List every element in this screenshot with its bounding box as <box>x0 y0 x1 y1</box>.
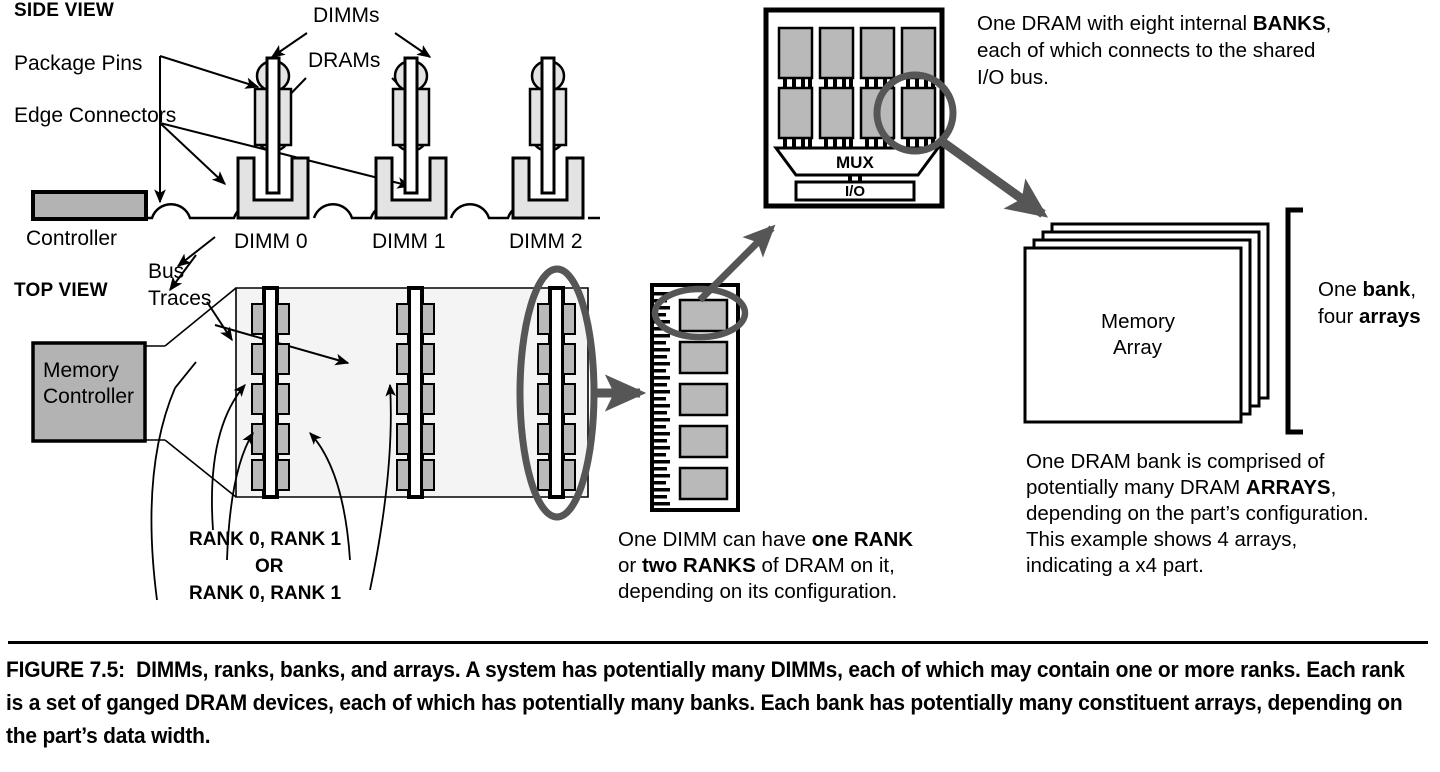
mux-label: MUX <box>836 153 874 172</box>
dimm-note-line-3: depending on its configuration. <box>618 580 897 603</box>
side-dimm-2 <box>511 56 585 220</box>
rank-note-line-1: RANK 0, RANK 1 <box>189 529 341 550</box>
package-pins-label: Package Pins <box>14 52 142 75</box>
edge-connectors-label: Edge Connectors <box>14 104 176 127</box>
dram-zoom-arrow <box>697 224 776 303</box>
dram-note-line-1: One DRAM with eight internal BANKS, <box>977 12 1331 35</box>
dimm-chip <box>678 466 729 501</box>
memory-array-label-2: Array <box>1113 336 1163 359</box>
figure-caption: DIMMs, ranks, banks, and arrays. A syste… <box>6 657 1405 748</box>
dram-bank <box>900 86 937 148</box>
drams-label: DRAMs <box>308 49 380 72</box>
controller-chip <box>31 190 148 221</box>
top-dimm-1 <box>396 286 435 499</box>
dimms-label: DIMMs <box>313 4 380 27</box>
top-view-title: TOP VIEW <box>14 280 108 301</box>
dimm-chip <box>678 382 729 417</box>
memory-array-label-1: Memory <box>1101 310 1176 333</box>
dram-bank <box>859 26 896 88</box>
bracket-note-line-2: four arrays <box>1318 305 1421 328</box>
side-dimm-1 <box>374 56 448 220</box>
dimm-module-detail <box>650 283 740 512</box>
dram-bank <box>777 86 814 148</box>
diagram-svg: SIDE VIEW Package Pins Edge Connectors D… <box>14 0 1421 604</box>
side-dimm-0 <box>236 56 310 220</box>
dram-device-box: MUX I/O <box>763 7 945 209</box>
caption-text: FIGURE 7.5: DIMMs, ranks, banks, and arr… <box>6 653 1427 752</box>
dimm-note-line-2: or two RANKS of DRAM on it, <box>618 554 895 577</box>
dimm-1-label: DIMM 1 <box>372 230 446 253</box>
rank-note-line-3: RANK 0, RANK 1 <box>189 583 341 604</box>
dram-chip-highlight-ellipse <box>651 285 749 341</box>
controller-label: Controller <box>26 227 117 250</box>
dram-note-line-3: I/O bus. <box>977 66 1049 89</box>
memory-array-stack: Memory Array <box>1023 222 1270 424</box>
io-box <box>794 180 916 202</box>
memory-controller-label-2: Controller <box>43 385 134 408</box>
dimm2-highlight-ellipse <box>516 265 598 521</box>
bank-bracket <box>1285 207 1303 435</box>
top-dimm-2 <box>537 286 576 499</box>
memory-controller-label-1: Memory <box>43 359 119 382</box>
side-view-title: SIDE VIEW <box>14 0 114 21</box>
mux-shape <box>773 146 941 177</box>
bank-highlight-circle <box>873 71 957 155</box>
array-note-line-3: depending on the part’s configuration. <box>1026 502 1369 525</box>
dram-bank <box>818 86 855 148</box>
array-note-line-5: indicating a x4 part. <box>1026 554 1204 577</box>
caption-divider <box>8 641 1428 644</box>
io-label: I/O <box>845 183 865 200</box>
array-zoom-arrow <box>937 136 1049 218</box>
array-note-line-2: potentially many DRAM ARRAYS, <box>1026 476 1336 499</box>
dimm-chip <box>678 298 729 333</box>
dimm-2-label: DIMM 2 <box>509 230 583 253</box>
rank-note-line-2: OR <box>255 556 284 577</box>
dimm-0-label: DIMM 0 <box>234 230 308 253</box>
array-note-line-1: One DRAM bank is comprised of <box>1026 450 1325 473</box>
memory-array-sheet-front <box>1023 246 1243 424</box>
dimm-chip <box>678 424 729 459</box>
dram-bank <box>818 26 855 88</box>
dram-note-line-2: each of which connects to the shared <box>977 39 1315 62</box>
bus-traces-label-2: Traces <box>148 287 211 310</box>
dimm-note-line-1: One DIMM can have one RANK <box>618 528 913 551</box>
figure-caption-block: FIGURE 7.5: DIMMs, ranks, banks, and arr… <box>0 641 1440 752</box>
dram-bank <box>777 26 814 88</box>
figure-number: FIGURE 7.5: <box>6 657 125 682</box>
array-note-line-4: This example shows 4 arrays, <box>1026 528 1297 551</box>
memory-controller-block <box>31 341 147 443</box>
top-dimm-0 <box>251 286 290 499</box>
dram-bank <box>900 26 937 88</box>
bracket-note-line-1: One bank, <box>1318 278 1416 301</box>
dimm-chip <box>678 340 729 375</box>
